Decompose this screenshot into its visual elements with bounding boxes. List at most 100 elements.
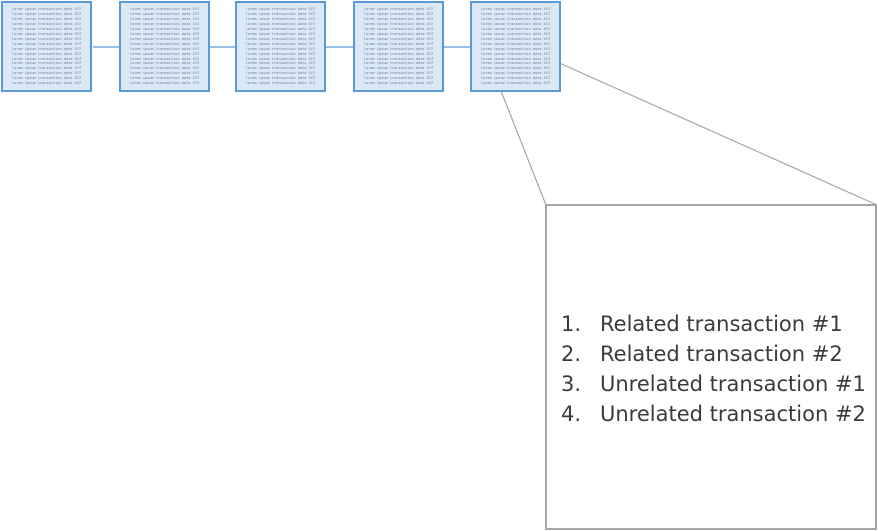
transaction-line: lorem ipsum transaction data XYZ <box>245 51 316 56</box>
transaction-line: lorem ipsum transaction data XYZ <box>11 46 82 51</box>
transaction-line: lorem ipsum transaction data XYZ <box>245 7 316 11</box>
transaction-line: lorem ipsum transaction data XYZ <box>363 7 434 11</box>
transaction-line: lorem ipsum transaction data XYZ <box>480 46 551 51</box>
transaction-line: lorem ipsum transaction data XYZ <box>11 21 82 26</box>
transaction-number: 1. <box>561 312 582 336</box>
transaction-line: lorem ipsum transaction data XYZ <box>245 81 316 86</box>
transaction-line: lorem ipsum transaction data XYZ <box>11 76 82 81</box>
transaction-line: lorem ipsum transaction data XYZ <box>480 71 551 76</box>
transaction-line: lorem ipsum transaction data XYZ <box>245 76 316 81</box>
transaction-line: lorem ipsum transaction data XYZ <box>363 21 434 26</box>
transaction-line: lorem ipsum transaction data XYZ <box>363 51 434 56</box>
transaction-line: lorem ipsum transaction data XYZ <box>11 61 82 66</box>
transaction-line: lorem ipsum transaction data XYZ <box>363 46 434 51</box>
transaction-line: lorem ipsum transaction data XYZ <box>480 76 551 81</box>
transaction-line: lorem ipsum transaction data XYZ <box>11 51 82 56</box>
transaction-line: lorem ipsum transaction data XYZ <box>129 81 200 86</box>
transaction-line: lorem ipsum transaction data XYZ <box>11 81 82 86</box>
transaction-line: lorem ipsum transaction data XYZ <box>11 71 82 76</box>
transaction-line: lorem ipsum transaction data XYZ <box>480 51 551 56</box>
transaction-line: lorem ipsum transaction data XYZ <box>11 26 82 31</box>
transaction-line: lorem ipsum transaction data XYZ <box>129 76 200 81</box>
transaction-line: lorem ipsum transaction data XYZ <box>245 31 316 36</box>
transaction-line: lorem ipsum transaction data XYZ <box>245 61 316 66</box>
transaction-line: lorem ipsum transaction data XYZ <box>245 46 316 51</box>
transaction-line: lorem ipsum transaction data XYZ <box>245 66 316 71</box>
transaction-line: lorem ipsum transaction data XYZ <box>480 56 551 61</box>
transaction-line: lorem ipsum transaction data XYZ <box>11 66 82 71</box>
transaction-line: lorem ipsum transaction data XYZ <box>245 21 316 26</box>
transaction-line: lorem ipsum transaction data XYZ <box>129 31 200 36</box>
transaction-line: lorem ipsum transaction data XYZ <box>363 36 434 41</box>
transaction-line: lorem ipsum transaction data XYZ <box>363 41 434 46</box>
transaction-line: lorem ipsum transaction data XYZ <box>480 26 551 31</box>
transaction-line: lorem ipsum transaction data XYZ <box>480 11 551 16</box>
transaction-line: lorem ipsum transaction data XYZ <box>129 56 200 61</box>
transaction-line: lorem ipsum transaction data XYZ <box>363 66 434 71</box>
transaction-line: lorem ipsum transaction data XYZ <box>245 56 316 61</box>
transaction-line: lorem ipsum transaction data XYZ <box>480 66 551 71</box>
transaction-line: lorem ipsum transaction data XYZ <box>245 26 316 31</box>
transaction-line: lorem ipsum transaction data XYZ <box>480 61 551 66</box>
transaction-label: Related transaction #2 <box>600 342 843 366</box>
transaction-line: lorem ipsum transaction data XYZ <box>363 71 434 76</box>
transaction-line: lorem ipsum transaction data XYZ <box>480 31 551 36</box>
transaction-line: lorem ipsum transaction data XYZ <box>11 16 82 21</box>
transaction-line: lorem ipsum transaction data XYZ <box>363 81 434 86</box>
transaction-detail-box: 1. Related transaction #1 2. Related tra… <box>545 204 877 530</box>
transaction-item-2: 2. Related transaction #2 <box>561 339 866 369</box>
transaction-item-3: 3. Unrelated transaction #1 <box>561 369 866 399</box>
transaction-label: Unrelated transaction #2 <box>600 402 866 426</box>
transaction-line: lorem ipsum transaction data XYZ <box>129 36 200 41</box>
transaction-line: lorem ipsum transaction data XYZ <box>11 36 82 41</box>
transaction-label: Unrelated transaction #1 <box>600 372 866 396</box>
transaction-line: lorem ipsum transaction data XYZ <box>480 41 551 46</box>
transaction-line: lorem ipsum transaction data XYZ <box>363 61 434 66</box>
transaction-list: 1. Related transaction #1 2. Related tra… <box>561 309 866 429</box>
transaction-line: lorem ipsum transaction data XYZ <box>129 61 200 66</box>
transaction-line: lorem ipsum transaction data XYZ <box>363 16 434 21</box>
transaction-line: lorem ipsum transaction data XYZ <box>480 21 551 26</box>
callout-line <box>545 56 878 206</box>
transaction-line: lorem ipsum transaction data XYZ <box>245 36 316 41</box>
transaction-line: lorem ipsum transaction data XYZ <box>11 7 82 11</box>
transaction-line: lorem ipsum transaction data XYZ <box>245 11 316 16</box>
transaction-line: lorem ipsum transaction data XYZ <box>129 71 200 76</box>
transaction-line: lorem ipsum transaction data XYZ <box>245 16 316 21</box>
transaction-line: lorem ipsum transaction data XYZ <box>363 76 434 81</box>
transaction-line: lorem ipsum transaction data XYZ <box>480 36 551 41</box>
transaction-line: lorem ipsum transaction data XYZ <box>11 41 82 46</box>
transaction-line: lorem ipsum transaction data XYZ <box>363 31 434 36</box>
transaction-number: 2. <box>561 342 582 366</box>
transaction-item-1: 1. Related transaction #1 <box>561 309 866 339</box>
transaction-line: lorem ipsum transaction data XYZ <box>129 46 200 51</box>
transaction-line: lorem ipsum transaction data XYZ <box>129 66 200 71</box>
transaction-line: lorem ipsum transaction data XYZ <box>363 11 434 16</box>
transaction-label: Related transaction #1 <box>600 312 843 336</box>
transaction-number: 3. <box>561 372 582 396</box>
transaction-line: lorem ipsum transaction data XYZ <box>245 41 316 46</box>
transaction-line: lorem ipsum transaction data XYZ <box>129 41 200 46</box>
transaction-line: lorem ipsum transaction data XYZ <box>129 7 200 11</box>
transaction-line: lorem ipsum transaction data XYZ <box>129 16 200 21</box>
transaction-line: lorem ipsum transaction data XYZ <box>11 31 82 36</box>
transaction-line: lorem ipsum transaction data XYZ <box>480 16 551 21</box>
transaction-line: lorem ipsum transaction data XYZ <box>480 7 551 11</box>
transaction-line: lorem ipsum transaction data XYZ <box>363 56 434 61</box>
transaction-line: lorem ipsum transaction data XYZ <box>480 81 551 86</box>
transaction-item-4: 4. Unrelated transaction #2 <box>561 399 866 429</box>
transaction-line: lorem ipsum transaction data XYZ <box>129 26 200 31</box>
transaction-line: lorem ipsum transaction data XYZ <box>245 71 316 76</box>
transaction-line: lorem ipsum transaction data XYZ <box>11 56 82 61</box>
transaction-line: lorem ipsum transaction data XYZ <box>129 11 200 16</box>
transaction-line: lorem ipsum transaction data XYZ <box>129 51 200 56</box>
transaction-number: 4. <box>561 402 582 426</box>
transaction-line: lorem ipsum transaction data XYZ <box>363 26 434 31</box>
transaction-line: lorem ipsum transaction data XYZ <box>129 21 200 26</box>
transaction-line: lorem ipsum transaction data XYZ <box>11 11 82 16</box>
